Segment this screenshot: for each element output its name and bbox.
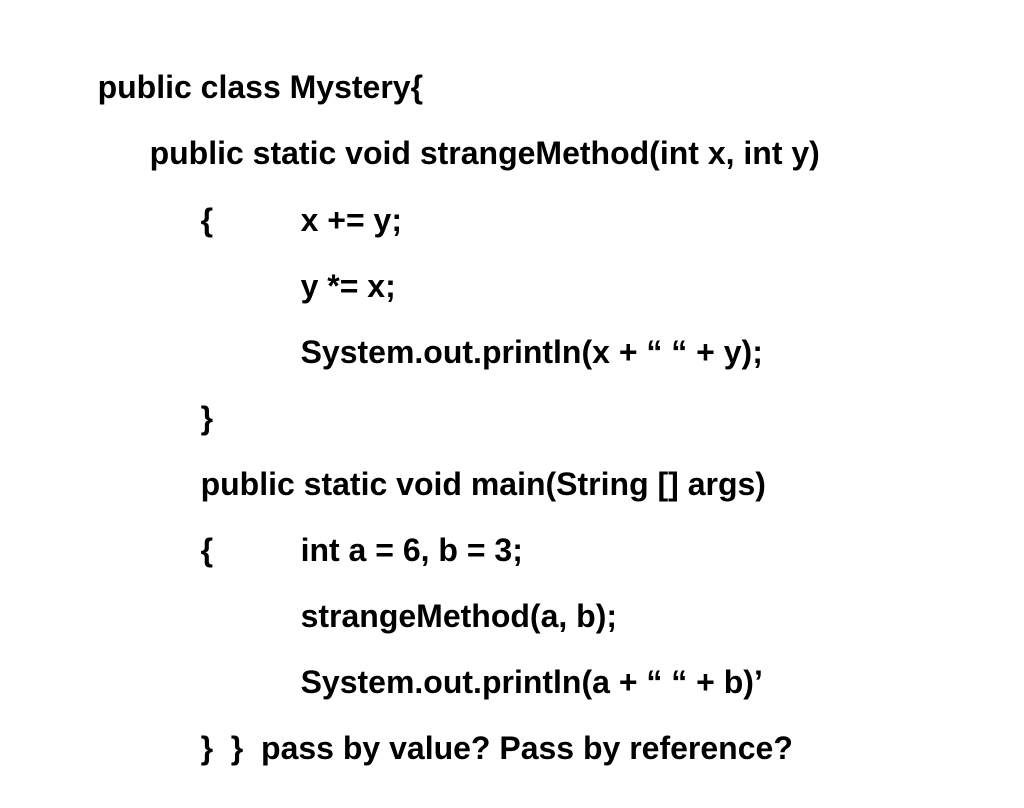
open-brace: {: [200, 202, 214, 238]
code-line-main-print: System.out.println(a + “ “ + b)’: [300, 664, 763, 700]
open-brace: {: [200, 532, 214, 568]
code-line-strange-method-body-2: y *= x;: [300, 268, 396, 304]
code-line-strange-method-signature: public static void strangeMethod(int x, …: [149, 135, 820, 171]
code-line-main-call: strangeMethod(a, b);: [300, 598, 617, 634]
code-line-closing-question: } } pass by value? Pass by reference?: [200, 730, 793, 766]
slide: public class Mystery{ public static void…: [97, 69, 820, 766]
statement: int a = 6, b = 3;: [300, 532, 523, 568]
code-line-main-body-1: { int a = 6, b = 3;: [165, 490, 523, 610]
code-line-class-declaration: public class Mystery{: [97, 69, 424, 105]
code-line-main-signature: public static void main(String [] args): [200, 466, 766, 502]
code-line-strange-method-close: }: [200, 400, 214, 436]
code-line-strange-method-body-1: { x += y;: [165, 160, 402, 280]
code-line-strange-method-print: System.out.println(x + “ “ + y);: [300, 334, 763, 370]
statement: x += y;: [300, 202, 402, 238]
